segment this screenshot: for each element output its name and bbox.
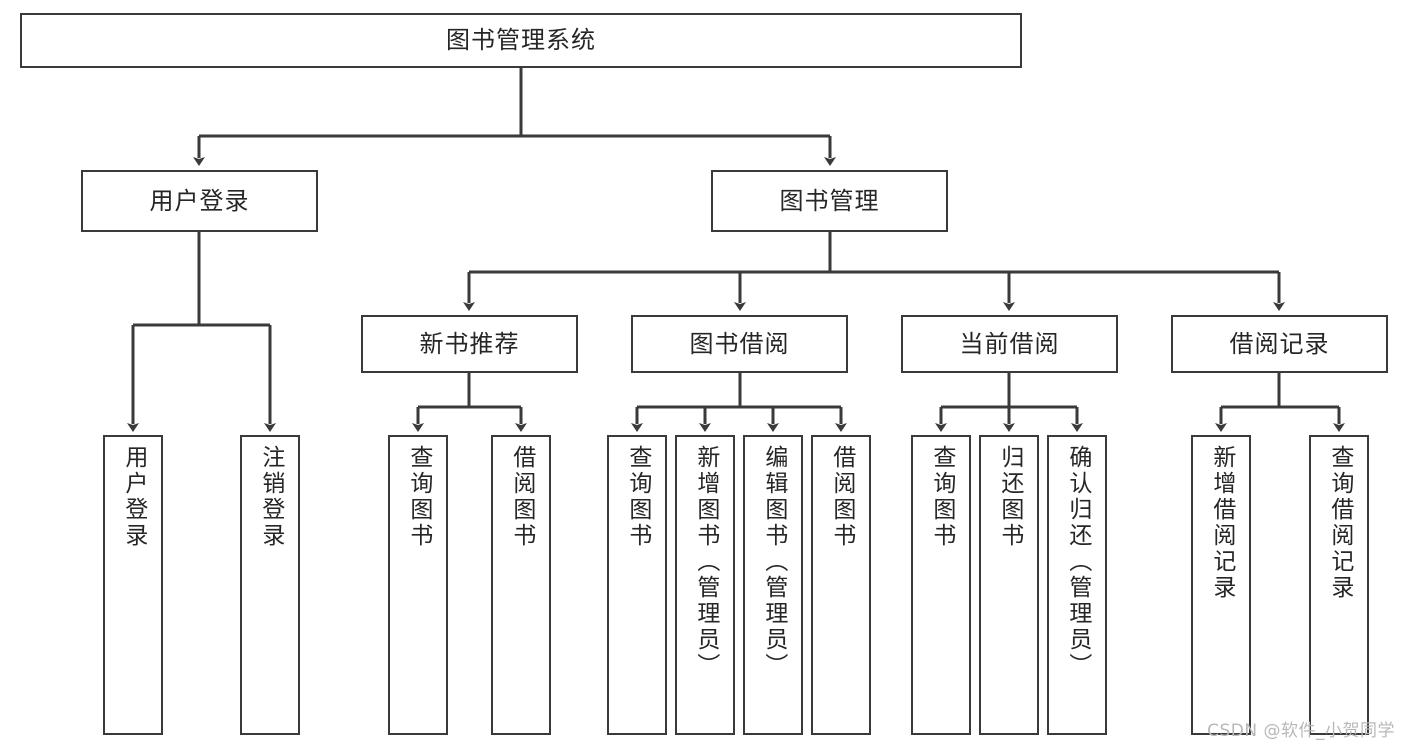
node-new-book-recommend[interactable]: 新书推荐	[361, 315, 578, 373]
node-root-system[interactable]: 图书管理系统	[20, 13, 1022, 68]
node-label: 图书管理系统	[446, 26, 596, 55]
node-label: 图书借阅	[689, 329, 790, 358]
leaf-new-book-borrow[interactable]: 借阅图书	[491, 435, 551, 735]
node-label: 当前借阅	[959, 329, 1060, 358]
node-book-management[interactable]: 图书管理	[711, 170, 948, 232]
leaf-label: 借阅图书	[828, 445, 855, 549]
leaf-current-borrow-confirm-return[interactable]: 确认归还（管理员）	[1047, 435, 1107, 735]
leaf-label: 查询图书	[405, 445, 432, 549]
node-book-borrow[interactable]: 图书借阅	[631, 315, 848, 373]
leaf-label: 借阅图书	[508, 445, 535, 549]
leaf-book-borrow-edit[interactable]: 编辑图书（管理员）	[743, 435, 803, 735]
node-label: 用户登录	[149, 186, 250, 215]
leaf-label: 新增图书（管理员）	[692, 445, 719, 679]
leaf-label: 查询图书	[624, 445, 651, 549]
leaf-book-borrow-query[interactable]: 查询图书	[607, 435, 667, 735]
leaf-user-login-signin[interactable]: 用户登录	[103, 435, 163, 735]
leaf-label: 新增借阅记录	[1208, 445, 1235, 601]
leaf-book-borrow-borrow[interactable]: 借阅图书	[811, 435, 871, 735]
csdn-watermark: CSDN @软件_小贺同学	[1207, 721, 1395, 741]
leaf-label: 确认归还（管理员）	[1064, 445, 1091, 679]
leaf-label: 用户登录	[120, 445, 147, 549]
node-current-borrow[interactable]: 当前借阅	[901, 315, 1118, 373]
node-user-login[interactable]: 用户登录	[81, 170, 318, 232]
node-label: 新书推荐	[419, 329, 520, 358]
node-label: 图书管理	[779, 186, 880, 215]
node-label: 借阅记录	[1229, 329, 1330, 358]
leaf-label: 编辑图书（管理员）	[760, 445, 787, 679]
leaf-current-borrow-query[interactable]: 查询图书	[911, 435, 971, 735]
leaf-current-borrow-return[interactable]: 归还图书	[979, 435, 1039, 735]
leaf-book-borrow-add[interactable]: 新增图书（管理员）	[675, 435, 735, 735]
leaf-borrow-record-query[interactable]: 查询借阅记录	[1309, 435, 1369, 735]
leaf-label: 归还图书	[996, 445, 1023, 549]
leaf-label: 查询图书	[928, 445, 955, 549]
leaf-label: 注销登录	[257, 445, 284, 549]
leaf-label: 查询借阅记录	[1326, 445, 1353, 601]
leaf-borrow-record-add[interactable]: 新增借阅记录	[1191, 435, 1251, 735]
leaf-new-book-query[interactable]: 查询图书	[388, 435, 448, 735]
leaf-user-login-signout[interactable]: 注销登录	[240, 435, 300, 735]
node-borrow-record[interactable]: 借阅记录	[1171, 315, 1388, 373]
